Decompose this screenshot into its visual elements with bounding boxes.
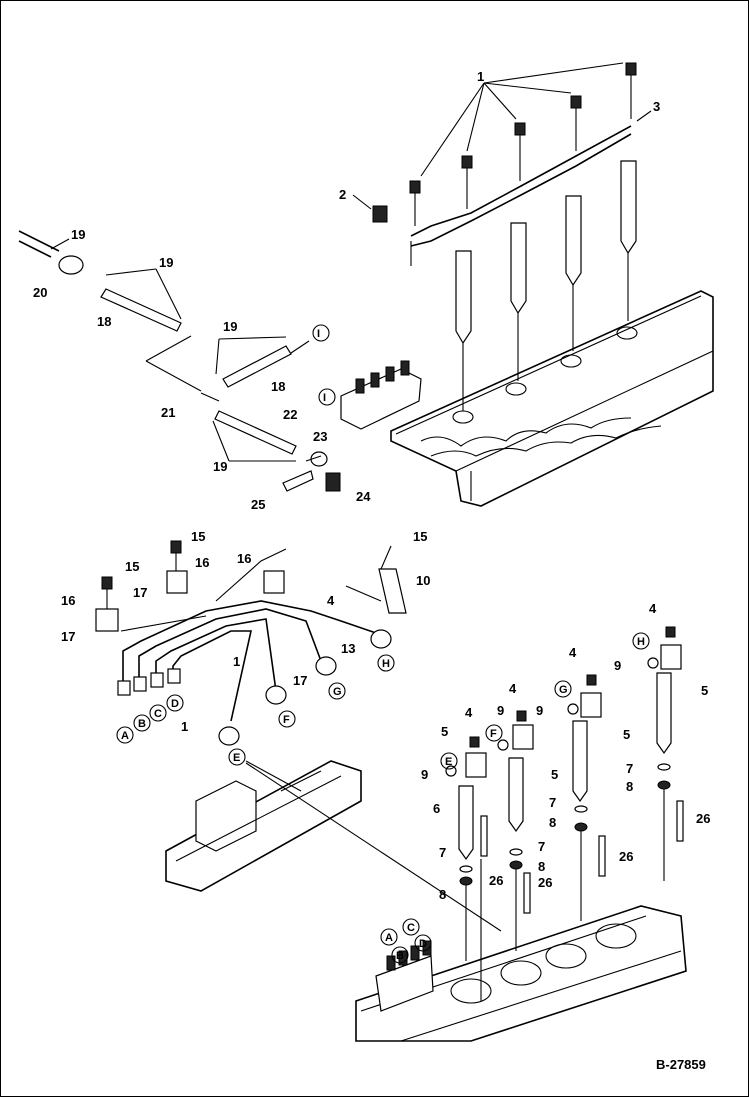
label-18a: 18	[97, 314, 111, 329]
callout-label: 6	[433, 801, 440, 816]
label-13: 13	[341, 641, 355, 656]
callout-label: F	[490, 728, 497, 740]
callout-label: 5	[551, 767, 558, 782]
callout-label: C	[407, 922, 415, 934]
callout-label: G	[333, 686, 342, 698]
clamps	[95, 540, 407, 632]
label-17c: 17	[293, 673, 307, 688]
callout-label: 8	[549, 815, 556, 830]
fuel-hose-assembly	[18, 230, 341, 492]
label-23: 23	[313, 429, 327, 444]
label-17b: 17	[61, 629, 75, 644]
callout-label: 8	[626, 779, 633, 794]
callout-label: 7	[439, 845, 446, 860]
label-10: 10	[416, 573, 430, 588]
callout-label: B	[396, 950, 404, 962]
top-labels: 1 2 3 19 19 20 18 19 18 21 22 19 23 25 2…	[33, 62, 660, 512]
filter-housing	[340, 360, 422, 430]
callout-label: 5	[441, 724, 448, 739]
callout-label: 8	[439, 887, 446, 902]
callout-label: 26	[619, 849, 633, 864]
callout-label: 26	[489, 873, 503, 888]
callout-label: D	[419, 938, 427, 950]
callout-label: H	[637, 636, 645, 648]
callout-label: 9	[614, 658, 621, 673]
callout-i-top	[312, 324, 330, 342]
middle-labels: 15 16 15 16 15 17 17 10 4 13 1 17 1 16	[61, 529, 430, 734]
label-1-low: 1	[181, 719, 188, 734]
callout-label: 5	[701, 683, 708, 698]
injection-lines	[117, 548, 392, 746]
label-2: 2	[339, 187, 346, 202]
callout-label: 26	[538, 875, 552, 890]
label-17a: 17	[133, 585, 147, 600]
callout-label: 9	[421, 767, 428, 782]
callout-label: 4	[465, 705, 473, 720]
callout-label: D	[171, 698, 179, 710]
callout-label: B	[138, 718, 146, 730]
label-19d: 19	[213, 459, 227, 474]
callout-label: E	[445, 756, 452, 768]
reference-number: B-27859	[656, 1057, 706, 1072]
label-16a: 16	[195, 555, 209, 570]
callout-label: 26	[696, 811, 710, 826]
label-1: 1	[477, 69, 484, 84]
label-18b: 18	[271, 379, 285, 394]
callout-label: C	[154, 708, 162, 720]
label-19b: 19	[159, 255, 173, 270]
callout-label: 9	[536, 703, 543, 718]
label-25: 25	[251, 497, 265, 512]
callout-label: A	[385, 932, 393, 944]
callout-i-housing	[318, 388, 336, 406]
label-19c: 19	[223, 319, 237, 334]
label-16b: 16	[61, 593, 75, 608]
callout-label: 7	[538, 839, 545, 854]
callout-label: 4	[649, 601, 657, 616]
cylinder-head-bottom	[355, 905, 687, 1042]
label-1-mid: 1	[233, 654, 240, 669]
injector-assemblies	[245, 626, 684, 1001]
label-15b: 15	[125, 559, 139, 574]
intake-manifold	[165, 760, 362, 892]
label-22: 22	[283, 407, 297, 422]
callout-label: 7	[626, 761, 633, 776]
callout-label: A	[121, 730, 129, 742]
label-16c: 16	[237, 551, 251, 566]
callout-label: H	[382, 658, 390, 670]
label-15c: 15	[413, 529, 427, 544]
callout-label: 8	[538, 859, 545, 874]
cylinder-head-top	[390, 290, 714, 507]
callout-label: E	[233, 752, 240, 764]
label-19a: 19	[71, 227, 85, 242]
label-3: 3	[653, 99, 660, 114]
callout-label: 4	[569, 645, 577, 660]
callout-label: G	[559, 684, 568, 696]
label-4-mid: 4	[327, 593, 335, 608]
clip-2	[372, 205, 388, 223]
callout-label: F	[283, 714, 290, 726]
callout-label: 5	[623, 727, 630, 742]
callout-label: 7	[549, 795, 556, 810]
bolts-1	[409, 62, 637, 226]
callouts-bottom: E F G H A B C D	[380, 632, 650, 964]
injectors-top	[455, 160, 637, 411]
callouts-middle: A B C D E F G H	[116, 654, 395, 766]
label-20: 20	[33, 285, 47, 300]
label-15a: 15	[191, 529, 205, 544]
callout-label: 9	[497, 703, 504, 718]
bottom-labels: 4 4 4 4 9 5 9 5 9 5 9 5 7 8 26 7 8 26 7 …	[421, 601, 710, 902]
callout-label: 4	[509, 681, 517, 696]
label-24: 24	[356, 489, 371, 504]
return-pipe	[410, 125, 632, 237]
callout-i-housing-letter: I	[323, 392, 326, 404]
label-21: 21	[161, 405, 175, 420]
callout-i-top-letter: I	[317, 328, 320, 340]
